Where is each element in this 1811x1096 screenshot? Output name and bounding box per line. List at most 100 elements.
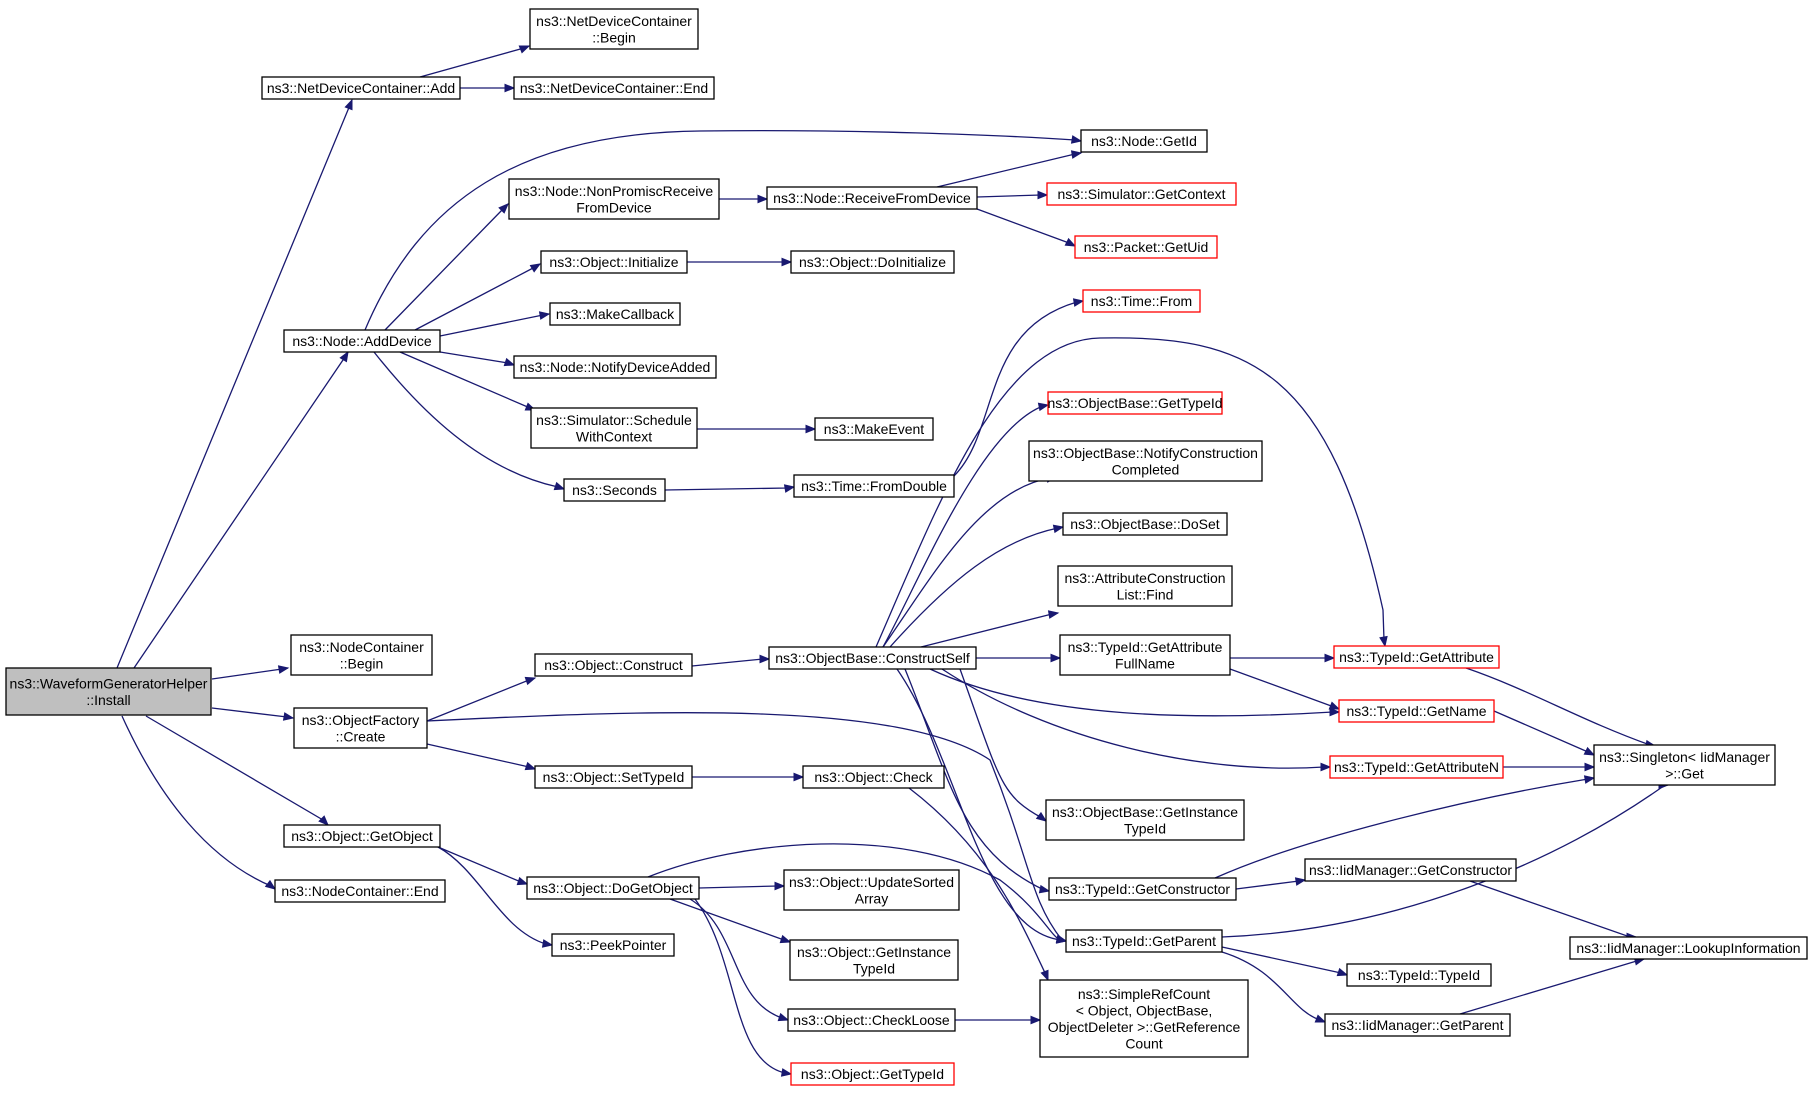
function-node-label: ns3::NetDeviceContainer::Add xyxy=(267,80,455,96)
function-node-ob-doset[interactable]: ns3::ObjectBase::DoSet xyxy=(1062,512,1228,536)
function-node-box xyxy=(283,329,441,353)
function-node-tid-getparent[interactable]: ns3::TypeId::GetParent xyxy=(1065,929,1223,953)
function-node-box xyxy=(1057,565,1233,607)
function-node-iid-lookup[interactable]: ns3::IidManager::LookupInformation xyxy=(1569,936,1808,960)
function-node-peekpointer[interactable]: ns3::PeekPointer xyxy=(551,933,675,957)
call-edge-arrowhead xyxy=(779,934,792,944)
function-node-label: ns3::ObjectBase::ConstructSelf xyxy=(775,650,970,666)
call-edge xyxy=(953,300,1084,477)
function-node-root[interactable]: ns3::WaveformGeneratorHelper::Install xyxy=(5,667,212,716)
function-node-label: ns3::IidManager::LookupInformation xyxy=(1576,940,1800,956)
function-node-label: TypeId xyxy=(853,960,895,976)
function-node-label: ns3::TypeId::GetAttribute xyxy=(1068,639,1223,655)
function-node-singleton-get[interactable]: ns3::Singleton< IidManager>::Get xyxy=(1593,744,1776,786)
call-edge xyxy=(664,486,795,491)
function-node-tid-getattrn[interactable]: ns3::TypeId::GetAttributeN xyxy=(1329,755,1504,779)
call-edge xyxy=(414,263,541,331)
call-edge-arrowhead xyxy=(1072,298,1085,307)
call-edge xyxy=(437,846,528,885)
call-edge-arrowhead xyxy=(783,484,796,493)
function-node-label: ns3::Node::AddDevice xyxy=(292,333,432,349)
function-node-obj-dogetobject[interactable]: ns3::Object::DoGetObject xyxy=(526,876,700,900)
function-node-label: ns3::ObjectBase::NotifyConstruction xyxy=(1033,445,1258,461)
function-node-label: ns3::TypeId::GetAttribute xyxy=(1339,649,1494,665)
function-node-obj-checkloose[interactable]: ns3::Object::CheckLoose xyxy=(787,1008,956,1032)
call-edge-arrowhead xyxy=(1030,1015,1042,1025)
function-node-obj-settypeid[interactable]: ns3::Object::SetTypeId xyxy=(534,765,693,789)
function-node-tid-getname[interactable]: ns3::TypeId::GetName xyxy=(1338,699,1495,723)
function-node-box xyxy=(766,186,978,210)
call-edge xyxy=(426,743,536,770)
function-node-tid-getconstructor[interactable]: ns3::TypeId::GetConstructor xyxy=(1048,877,1237,901)
function-node-ob-gettypeid[interactable]: ns3::ObjectBase::GetTypeId xyxy=(1047,391,1223,415)
call-edge-arrowhead xyxy=(553,481,566,491)
function-node-nc-end[interactable]: ns3::NodeContainer::End xyxy=(274,879,446,903)
function-node-label: ns3::NodeContainer xyxy=(299,639,424,655)
function-node-box xyxy=(274,879,446,903)
function-node-obj-construct[interactable]: ns3::Object::Construct xyxy=(534,653,693,677)
call-edge-arrowhead xyxy=(524,676,537,686)
function-node-node-adddevice[interactable]: ns3::Node::AddDevice xyxy=(283,329,441,353)
call-edge-arrowhead xyxy=(774,881,786,891)
call-edge xyxy=(875,337,1386,648)
function-node-nc-begin[interactable]: ns3::NodeContainer::Begin xyxy=(290,634,433,676)
function-node-ob-constructself[interactable]: ns3::ObjectBase::ConstructSelf xyxy=(768,646,977,670)
function-node-label: ns3::TypeId::GetConstructor xyxy=(1055,881,1230,897)
function-node-simplerefcount[interactable]: ns3::SimpleRefCount< Object, ObjectBase,… xyxy=(1039,979,1249,1058)
call-edge xyxy=(689,898,789,1021)
call-edge-arrowhead xyxy=(498,203,509,214)
call-edge-arrowhead xyxy=(805,424,817,434)
function-node-node-receive[interactable]: ns3::Node::ReceiveFromDevice xyxy=(766,186,978,210)
function-node-iid-getparent[interactable]: ns3::IidManager::GetParent xyxy=(1324,1013,1511,1037)
function-node-box xyxy=(1338,699,1495,723)
function-node-obj-getobject[interactable]: ns3::Object::GetObject xyxy=(283,824,441,848)
function-node-sim-getcontext[interactable]: ns3::Simulator::GetContext xyxy=(1046,182,1237,206)
function-node-packet-getuid[interactable]: ns3::Packet::GetUid xyxy=(1074,235,1218,259)
function-node-label: ns3::ObjectBase::DoSet xyxy=(1070,516,1220,532)
function-node-time-fromdouble[interactable]: ns3::Time::FromDouble xyxy=(793,474,955,498)
function-node-obj-doinitialize[interactable]: ns3::Object::DoInitialize xyxy=(790,250,955,274)
function-node-label: FullName xyxy=(1115,655,1175,671)
call-edge xyxy=(437,846,553,946)
call-edge xyxy=(439,313,550,337)
call-edge-arrowhead xyxy=(1336,967,1349,977)
function-node-makecallback[interactable]: ns3::MakeCallback xyxy=(549,302,681,326)
function-node-time-from[interactable]: ns3::Time::From xyxy=(1082,289,1201,313)
function-node-obj-initialize[interactable]: ns3::Object::Initialize xyxy=(540,250,688,274)
function-node-netdev-begin[interactable]: ns3::NetDeviceContainer::Begin xyxy=(529,8,699,50)
function-node-obj-gettypeid[interactable]: ns3::Object::GetTypeId xyxy=(790,1062,955,1086)
function-node-tid-getattr[interactable]: ns3::TypeId::GetAttribute xyxy=(1333,645,1500,669)
function-node-label: ns3::Simulator::GetContext xyxy=(1057,186,1225,202)
function-node-tid-typeid[interactable]: ns3::TypeId::TypeId xyxy=(1346,963,1492,987)
function-node-label: ns3::Time::FromDouble xyxy=(801,478,947,494)
function-node-box xyxy=(513,355,717,379)
function-node-obj-check[interactable]: ns3::Object::Check xyxy=(802,765,945,789)
call-edge-arrowhead xyxy=(1379,635,1388,648)
function-node-netdev-end[interactable]: ns3::NetDeviceContainer::End xyxy=(513,76,715,100)
call-edge xyxy=(116,99,353,669)
function-node-label: ns3::ObjectBase::GetTypeId xyxy=(1047,395,1222,411)
function-node-makeevent[interactable]: ns3::MakeEvent xyxy=(814,417,934,441)
function-node-box xyxy=(1329,755,1504,779)
function-node-iid-getconstructor[interactable]: ns3::IidManager::GetConstructor xyxy=(1304,858,1517,882)
function-node-seconds[interactable]: ns3::Seconds xyxy=(563,478,666,502)
function-node-box xyxy=(1046,182,1237,206)
call-edge xyxy=(691,658,769,667)
function-node-label: ns3::Object::Initialize xyxy=(549,254,678,270)
function-node-node-getid[interactable]: ns3::Node::GetId xyxy=(1080,129,1208,153)
function-node-box xyxy=(783,869,960,911)
function-node-node-notify[interactable]: ns3::Node::NotifyDeviceAdded xyxy=(513,355,717,379)
function-node-box xyxy=(789,939,959,981)
function-node-of-create[interactable]: ns3::ObjectFactory::Create xyxy=(293,707,428,749)
function-node-ob-notify[interactable]: ns3::ObjectBase::NotifyConstructionCompl… xyxy=(1028,440,1263,482)
function-node-label: ns3::Object::UpdateSorted xyxy=(789,874,954,890)
call-edge-arrowhead xyxy=(1070,135,1083,144)
function-node-netdev-add[interactable]: ns3::NetDeviceContainer::Add xyxy=(261,76,461,100)
